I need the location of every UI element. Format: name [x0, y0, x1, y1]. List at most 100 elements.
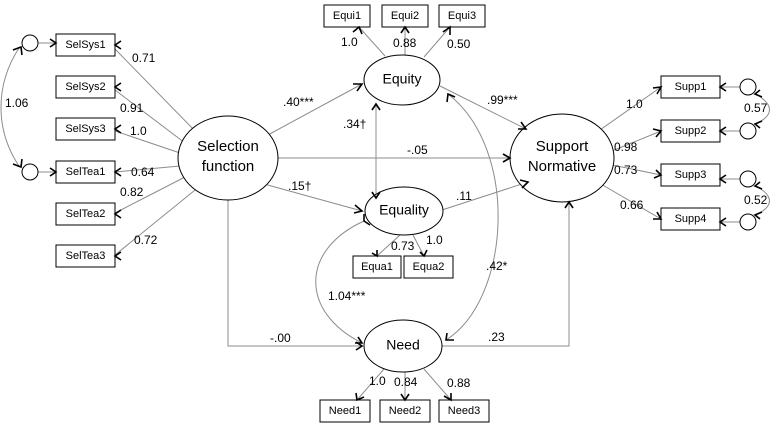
error-circle-selsys1 [21, 34, 39, 52]
indicator-label: SelSys1 [65, 39, 105, 51]
arrowhead [445, 332, 454, 341]
cov-label-equality-need: 1.04*** [328, 289, 366, 303]
indicator-box-equa2: Equa2 [403, 255, 454, 279]
arrowhead [564, 200, 574, 209]
loading-line-selsys1 [114, 48, 198, 134]
arrowhead [353, 204, 364, 214]
arrowhead [113, 40, 122, 50]
indicator-box-equa1: Equa1 [352, 255, 402, 279]
latent-need: Need [363, 319, 443, 373]
arrowhead [352, 25, 363, 35]
loading-label-supp2: 0.98 [614, 140, 638, 154]
indicator-box-supp4: Supp4 [660, 207, 721, 231]
loading-label-equi2: 0.88 [393, 36, 417, 50]
loading-line-supp3 [611, 164, 662, 176]
connectors [0, 26, 770, 401]
cov-label-supp3-supp4: 0.52 [744, 193, 768, 207]
latent-label-line1: Support [536, 138, 589, 155]
loading-line-equi3 [423, 26, 451, 58]
latent-equity: Equity [363, 54, 441, 106]
loading-line-supp2 [611, 130, 662, 152]
arrowhead [363, 214, 371, 226]
arrowhead [113, 209, 122, 219]
indicator-box-seltea1: SelTea1 [55, 160, 116, 184]
error-circle-supp4 [739, 213, 757, 231]
loading-label-seltea1: 0.64 [131, 165, 155, 179]
arrowhead [518, 121, 528, 130]
error-circle-supp2 [739, 122, 757, 140]
indicator-label: SelSys3 [65, 123, 105, 135]
arrowhead [113, 124, 122, 134]
loading-line-seltea1 [114, 165, 181, 173]
path-label-equality-support: .11 [456, 189, 472, 203]
indicator-label: Need3 [448, 405, 480, 417]
path-line-selection-equity [265, 83, 363, 137]
arrowhead [519, 179, 530, 189]
arrowhead [446, 92, 456, 103]
loading-label-need1: 1.0 [369, 374, 386, 388]
error-circle-seltea1 [21, 163, 39, 181]
loading-line-supp4 [593, 179, 662, 220]
arrowhead [753, 211, 763, 220]
indicator-label: Supp2 [675, 125, 707, 137]
path-line-equity-support [439, 85, 527, 130]
indicator-label: Equa2 [413, 261, 445, 273]
indicator-label: Supp1 [675, 81, 707, 93]
indicator-box-supp1: Supp1 [660, 75, 721, 99]
loading-label-equa1: 0.73 [391, 239, 415, 253]
arrowhead [718, 174, 727, 184]
latent-support-normative: Support Normative [509, 113, 615, 203]
path-label-selection-equality: .15† [288, 179, 311, 193]
loading-label-seltea2: 0.82 [120, 185, 144, 199]
loading-line-equa1 [376, 234, 401, 257]
loading-line-seltea2 [114, 176, 186, 214]
latent-selection-function: Selection function [177, 115, 279, 201]
cov-line-equality-need [315, 220, 365, 344]
path-line-need-support [442, 202, 570, 347]
loading-label-supp4: 0.66 [620, 198, 644, 212]
arrowhead [652, 86, 663, 95]
loading-label-selsys3: 1.0 [130, 124, 147, 138]
path-label-selection-support: -.05 [407, 143, 428, 157]
arrowhead [653, 211, 663, 220]
indicator-box-selsys1: SelSys1 [55, 33, 116, 57]
loading-label-supp3: 0.73 [614, 163, 638, 177]
arrowhead [718, 82, 727, 92]
arrowhead [443, 393, 452, 402]
loading-label-seltea3: 0.72 [134, 233, 158, 247]
loading-label-equi1: 1.0 [341, 35, 358, 49]
cov-line-equity-need [445, 93, 499, 341]
arrowhead [753, 120, 763, 129]
loading-line-selsys3 [114, 130, 181, 154]
cov-label-selsys1-seltea1: 1.06 [5, 96, 29, 110]
arrowhead [355, 392, 365, 402]
indicator-box-selsys3: SelSys3 [55, 117, 116, 141]
indicator-label: Equi3 [448, 10, 476, 22]
loading-label-equa2: 1.0 [426, 233, 443, 247]
loading-label-supp1: 1.0 [626, 97, 643, 111]
coefficient-labels: 0.71 0.91 1.0 0.64 0.82 0.72 1.0 0.88 0.… [5, 35, 768, 390]
arrowhead [12, 158, 23, 169]
loading-label-selsys2: 0.91 [120, 101, 144, 115]
indicator-box-supp3: Supp3 [660, 163, 721, 187]
loading-label-need2: 0.84 [394, 375, 418, 389]
path-line-selection-equality [263, 183, 363, 212]
indicator-label: Supp4 [675, 213, 707, 225]
cov-label-equity-equality: .34† [343, 117, 366, 131]
arrowhead [371, 250, 378, 258]
indicator-label: SelTea2 [66, 208, 106, 220]
arrowheads [12, 25, 763, 402]
path-label-equity-support: .99*** [487, 93, 518, 107]
latent-label-line2: Normative [528, 158, 596, 175]
indicator-box-equi1: Equi1 [323, 4, 371, 28]
latent-label-line2: function [202, 158, 255, 175]
indicator-label: Need2 [389, 405, 421, 417]
arrowhead [718, 217, 727, 227]
loading-label-selsys1: 0.71 [132, 51, 156, 65]
indicator-label: Supp3 [675, 169, 707, 181]
cov-label-supp1-supp2: 0.57 [744, 101, 768, 115]
arrowhead [49, 167, 58, 177]
path-label-need-support: .23 [488, 330, 505, 344]
arrowhead [371, 191, 381, 200]
